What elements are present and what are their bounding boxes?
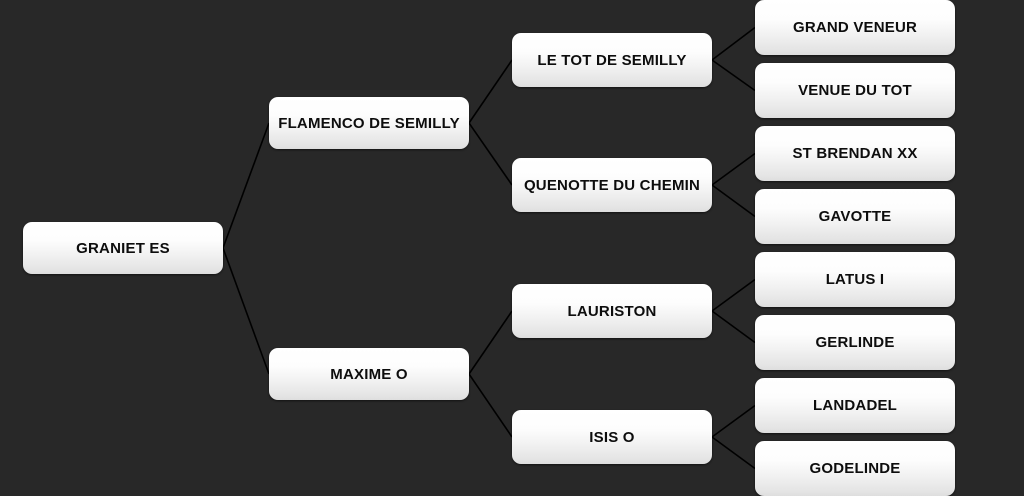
pedigree-node-label: LAURISTON (567, 302, 657, 320)
connector-root-to-dam (222, 247, 270, 375)
pedigree-node-dam-sire[interactable]: LAURISTON (512, 284, 712, 338)
connector-sire-sire-to-g3-1 (711, 26, 756, 61)
pedigree-node-sire[interactable]: FLAMENCO DE SEMILLY (269, 97, 469, 149)
pedigree-node-label: MAXIME O (330, 365, 408, 383)
pedigree-node-label: LATUS I (825, 271, 885, 288)
pedigree-node-g3-4[interactable]: GAVOTTE (755, 189, 955, 244)
pedigree-node-g3-2[interactable]: VENUE DU TOT (755, 63, 955, 118)
connector-dam-to-dam-dam (468, 373, 513, 438)
connector-sire-to-sire-dam (468, 122, 513, 186)
connector-dam-dam-to-g3-8 (711, 436, 756, 470)
pedigree-node-label: QUENOTTE DU CHEMIN (523, 176, 701, 194)
pedigree-node-sire-dam[interactable]: QUENOTTE DU CHEMIN (512, 158, 712, 212)
pedigree-node-label: GRAND VENEUR (792, 19, 918, 36)
pedigree-node-g3-1[interactable]: GRAND VENEUR (755, 0, 955, 55)
connector-dam-sire-to-g3-5 (711, 278, 756, 312)
pedigree-node-g3-8[interactable]: GODELINDE (755, 441, 955, 496)
connector-dam-dam-to-g3-7 (711, 404, 756, 438)
pedigree-node-g3-6[interactable]: GERLINDE (755, 315, 955, 370)
connector-sire-to-sire-sire (468, 59, 513, 124)
connector-sire-dam-to-g3-3 (711, 152, 756, 186)
connector-root-to-sire (222, 122, 270, 249)
pedigree-node-label: GRANIET ES (76, 239, 170, 257)
pedigree-node-label: LANDADEL (812, 397, 898, 414)
pedigree-node-dam-dam[interactable]: ISIS O (512, 410, 712, 464)
pedigree-node-label: VENUE DU TOT (798, 82, 912, 99)
pedigree-node-dam[interactable]: MAXIME O (269, 348, 469, 400)
pedigree-node-g3-3[interactable]: ST BRENDAN XX (755, 126, 955, 181)
connector-sire-dam-to-g3-4 (711, 184, 756, 218)
connector-dam-sire-to-g3-6 (711, 310, 756, 344)
pedigree-node-g3-5[interactable]: LATUS I (755, 252, 955, 307)
pedigree-node-label: ST BRENDAN XX (792, 145, 918, 162)
pedigree-node-label: LE TOT DE SEMILLY (537, 51, 687, 69)
pedigree-node-label: GAVOTTE (818, 208, 892, 225)
pedigree-node-sire-sire[interactable]: LE TOT DE SEMILLY (512, 33, 712, 87)
pedigree-node-g3-7[interactable]: LANDADEL (755, 378, 955, 433)
pedigree-node-root[interactable]: GRANIET ES (23, 222, 223, 274)
pedigree-node-label: FLAMENCO DE SEMILLY (278, 114, 460, 132)
connector-dam-to-dam-sire (468, 310, 513, 375)
pedigree-node-label: ISIS O (589, 428, 635, 446)
pedigree-node-label: GODELINDE (809, 460, 901, 477)
connector-sire-sire-to-g3-2 (711, 59, 756, 92)
pedigree-node-label: GERLINDE (815, 334, 895, 351)
